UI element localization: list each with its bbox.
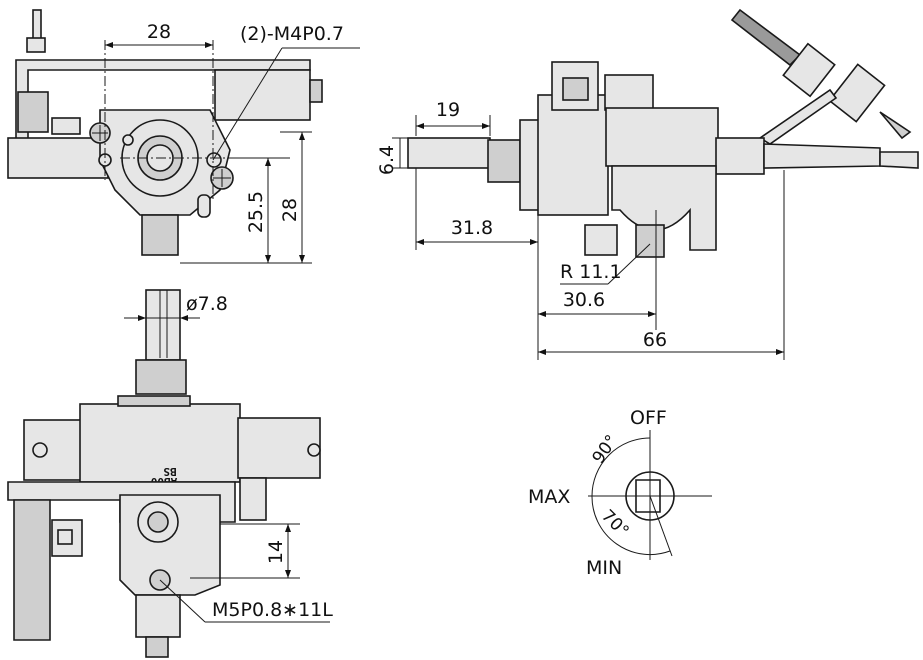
dim-shaft-length: 19 (436, 99, 460, 121)
right-port (237, 417, 321, 479)
left-base (7, 137, 109, 179)
outlet-bracket (879, 151, 919, 169)
arc-90 (591, 437, 651, 497)
lower-left-foot (584, 224, 618, 256)
label-min: MIN (586, 557, 622, 579)
probe-tip-body (828, 63, 886, 123)
shaft-top (145, 289, 181, 361)
dim-total: 66 (643, 329, 667, 351)
top-pin (32, 9, 42, 41)
top-block-right (604, 74, 654, 111)
arc-70 (591, 495, 671, 556)
left-port-hole (32, 442, 48, 458)
dim-front-height-a: 25.5 (245, 191, 267, 233)
bracket-arm (214, 69, 311, 121)
top-window (562, 77, 589, 101)
spring-top (135, 359, 187, 395)
dim-front-height-b: 28 (279, 198, 301, 222)
label-off: OFF (630, 407, 667, 429)
angle-90: 90° (589, 431, 623, 467)
side-slot (197, 194, 211, 218)
dim-shaft-dia: 6.4 (376, 145, 398, 175)
outlet-bore (147, 511, 169, 533)
probe-tip (879, 111, 912, 140)
label-max: MAX (528, 486, 570, 508)
bottom-stub (145, 636, 169, 658)
thread-note-m4: (2)-M4P0.7 (240, 23, 344, 45)
spring-side (487, 139, 521, 183)
front-view: 28 (2)-M4P0.7 25.5 28 (7, 9, 360, 264)
probe-arm (758, 88, 838, 145)
dim-bottom-offset: 14 (265, 540, 287, 564)
side-view: 19 6.4 31.8 R 11.1 30.6 66 (376, 8, 919, 360)
bracket-square (57, 529, 73, 545)
shaft-side (407, 137, 491, 169)
outlet-fitting (715, 137, 765, 175)
left-clip (17, 91, 49, 133)
min-line (649, 495, 673, 557)
probe-holder (782, 42, 836, 98)
dim-radius: R 11.1 (560, 261, 622, 283)
body-top-rim (117, 395, 191, 407)
bracket-leg (13, 499, 51, 641)
knob-outline (625, 471, 675, 521)
body-main (537, 94, 609, 216)
outlet-tube (763, 143, 881, 169)
bottom-view: ø7.8 BS AB00 14 M5P0.8∗11L (7, 289, 333, 658)
angle-70: 70° (597, 506, 632, 541)
mount-hole-right (206, 152, 222, 168)
bottom-nozzle (141, 214, 179, 256)
knob-diagram: OFF MAX MIN 90° 70° (528, 407, 712, 579)
main-body-bottom (79, 403, 241, 483)
knob-flat (635, 479, 661, 513)
valve-housing (605, 107, 719, 167)
dim-front-width: 28 (147, 21, 171, 43)
right-tab (239, 477, 267, 521)
thread-note-m5: M5P0.8∗11L (212, 599, 333, 621)
dim-shaft-diameter: ø7.8 (186, 293, 228, 315)
probe-wire (730, 8, 802, 67)
dim-inner: 30.6 (563, 289, 605, 311)
small-hole (122, 134, 134, 146)
bottom-fitting (135, 594, 181, 638)
mark-bs: BS (163, 465, 176, 478)
right-port-hole (307, 443, 321, 457)
bracket-tab (309, 79, 323, 103)
dim-reach: 31.8 (451, 217, 493, 239)
lower-nozzle (635, 224, 665, 258)
left-slot (51, 117, 81, 135)
pin-base (26, 37, 46, 53)
